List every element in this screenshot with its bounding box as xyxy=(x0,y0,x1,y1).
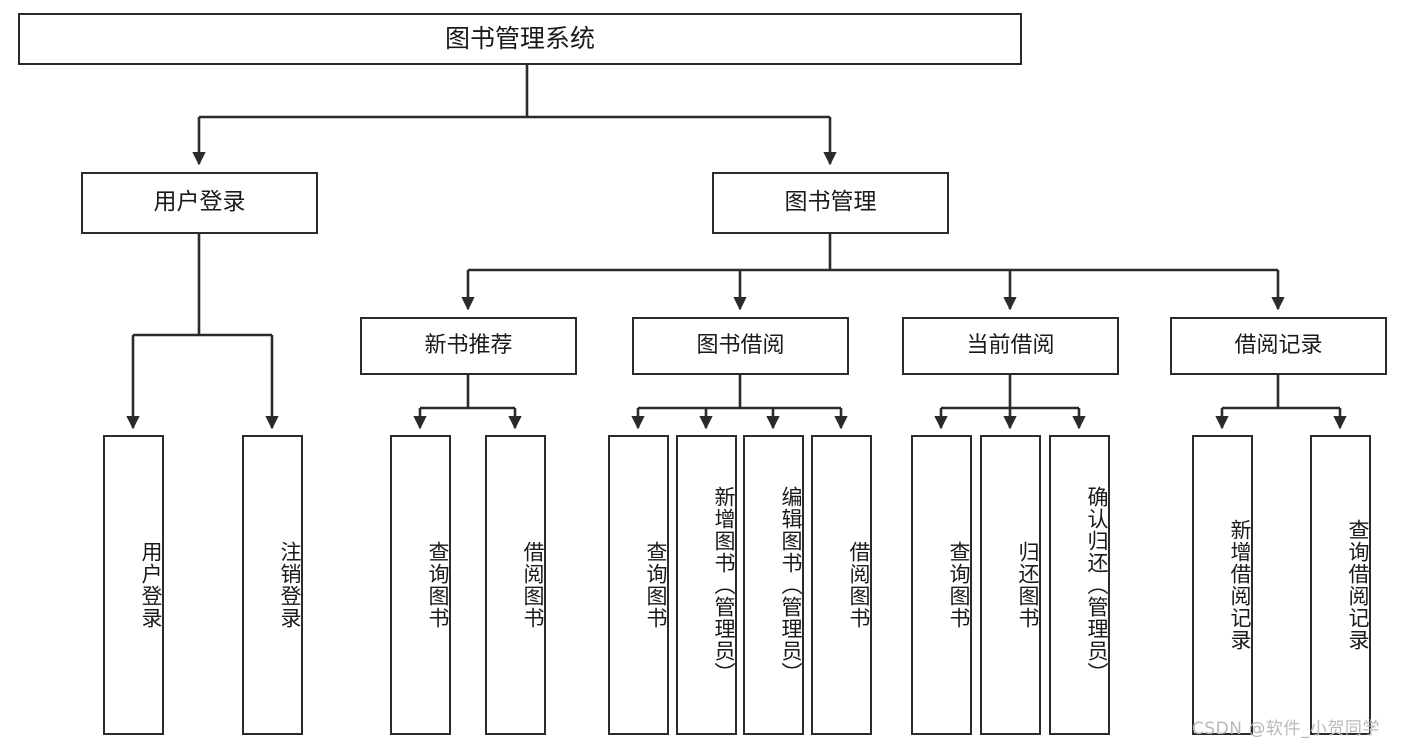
csdn-watermark: CSDN @软件_小贺同学 xyxy=(1192,719,1380,739)
node-leaf-query-book-3-label: 查询图书 xyxy=(947,541,971,629)
node-leaf-confirm-return-label: 确认归还（管理员） xyxy=(1085,486,1109,684)
node-leaf-query-record[interactable]: 查询借阅记录 xyxy=(1310,435,1371,735)
node-borrow-record[interactable]: 借阅记录 xyxy=(1170,317,1387,375)
node-user-login-label: 用户登录 xyxy=(153,189,246,216)
node-book-borrow-label: 图书借阅 xyxy=(696,332,785,358)
node-book-manage-label: 图书管理 xyxy=(784,189,877,216)
node-new-book-rec-label: 新书推荐 xyxy=(424,332,513,358)
node-root[interactable]: 图书管理系统 xyxy=(18,13,1022,65)
node-leaf-confirm-return[interactable]: 确认归还（管理员） xyxy=(1049,435,1110,735)
node-user-login[interactable]: 用户登录 xyxy=(81,172,318,234)
node-leaf-query-record-label: 查询借阅记录 xyxy=(1346,519,1370,651)
node-leaf-borrow-book-1[interactable]: 借阅图书 xyxy=(485,435,546,735)
node-book-borrow[interactable]: 图书借阅 xyxy=(632,317,849,375)
node-leaf-add-record[interactable]: 新增借阅记录 xyxy=(1192,435,1253,735)
node-leaf-add-book-label: 新增图书（管理员） xyxy=(712,486,736,684)
node-leaf-add-record-label: 新增借阅记录 xyxy=(1228,519,1252,651)
node-borrow-record-label: 借阅记录 xyxy=(1234,332,1323,358)
node-leaf-query-book-3[interactable]: 查询图书 xyxy=(911,435,972,735)
node-leaf-add-book[interactable]: 新增图书（管理员） xyxy=(676,435,737,735)
node-leaf-return-book-label: 归还图书 xyxy=(1016,541,1040,629)
node-leaf-return-book[interactable]: 归还图书 xyxy=(980,435,1041,735)
node-current-borrow-label: 当前借阅 xyxy=(966,332,1055,358)
node-leaf-borrow-book-2-label: 借阅图书 xyxy=(847,541,871,629)
node-book-manage[interactable]: 图书管理 xyxy=(712,172,949,234)
node-leaf-query-book-1-label: 查询图书 xyxy=(426,541,450,629)
node-leaf-user-login-label: 用户登录 xyxy=(139,541,163,629)
node-current-borrow[interactable]: 当前借阅 xyxy=(902,317,1119,375)
node-leaf-user-logout[interactable]: 注销登录 xyxy=(242,435,303,735)
node-leaf-user-logout-label: 注销登录 xyxy=(278,541,302,629)
node-new-book-rec[interactable]: 新书推荐 xyxy=(360,317,577,375)
node-leaf-query-book-1[interactable]: 查询图书 xyxy=(390,435,451,735)
node-leaf-borrow-book-1-label: 借阅图书 xyxy=(521,541,545,629)
node-leaf-edit-book-label: 编辑图书（管理员） xyxy=(779,486,803,684)
node-leaf-query-book-2[interactable]: 查询图书 xyxy=(608,435,669,735)
node-root-label: 图书管理系统 xyxy=(444,24,595,53)
node-leaf-edit-book[interactable]: 编辑图书（管理员） xyxy=(743,435,804,735)
node-leaf-query-book-2-label: 查询图书 xyxy=(644,541,668,629)
node-leaf-user-login[interactable]: 用户登录 xyxy=(103,435,164,735)
node-leaf-borrow-book-2[interactable]: 借阅图书 xyxy=(811,435,872,735)
